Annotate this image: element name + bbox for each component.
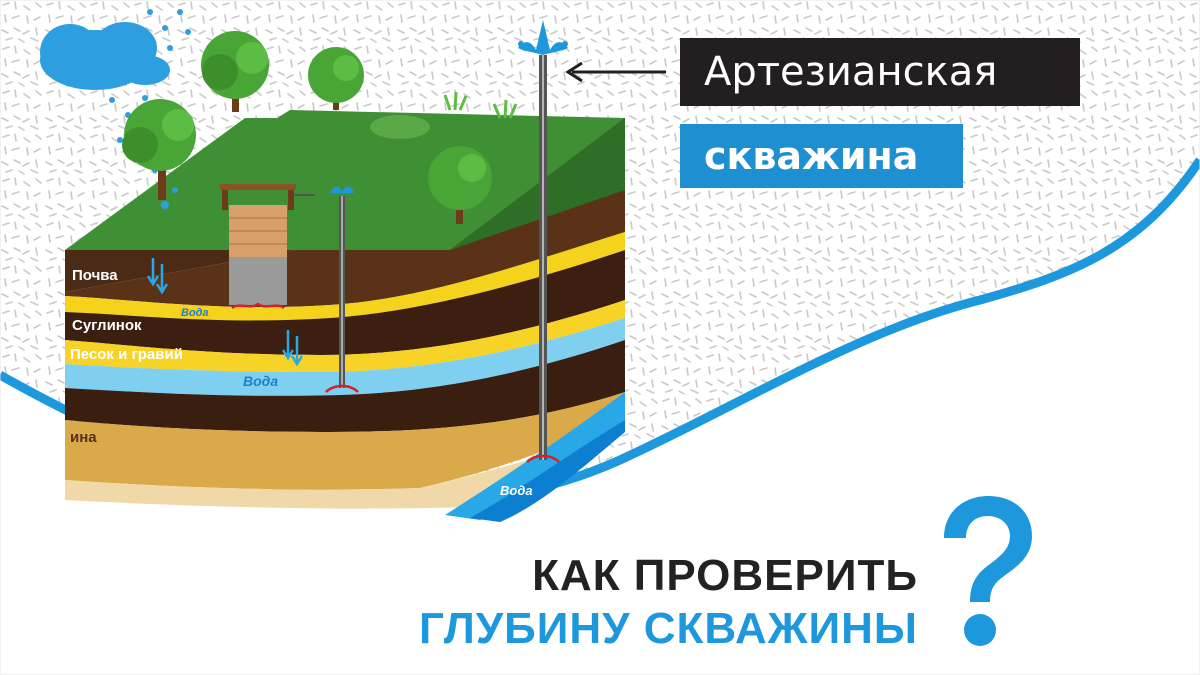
question-mark-icon (944, 496, 1032, 646)
headline-line2: ГЛУБИНУ СКВАЖИНЫ (419, 604, 918, 653)
title-box-line2: скважина (680, 124, 963, 188)
fountain-icon (325, 186, 359, 393)
pointer-arrow-icon (565, 61, 666, 83)
tree-icon (308, 47, 364, 110)
tree-icon (201, 31, 269, 112)
tree-icon (428, 146, 492, 224)
label-soil: Почва (72, 267, 118, 284)
rain-cloud-icon (40, 9, 191, 209)
label-sand-gravel: Песок и гравий (70, 346, 183, 363)
fountain-icon (518, 20, 568, 463)
tree-icon (122, 99, 196, 200)
label-water-2: Вода (243, 373, 278, 389)
label-water-1: Вода (181, 307, 209, 319)
label-clay: ина (70, 429, 97, 446)
well-icon (220, 184, 315, 310)
label-water-3: Вода (500, 483, 533, 498)
headline-line1: КАК ПРОВЕРИТЬ (532, 551, 918, 600)
title-box-line1: Артезианская (680, 38, 1080, 106)
label-loam: Суглинок (72, 317, 142, 334)
white-wave-area (0, 160, 1200, 675)
